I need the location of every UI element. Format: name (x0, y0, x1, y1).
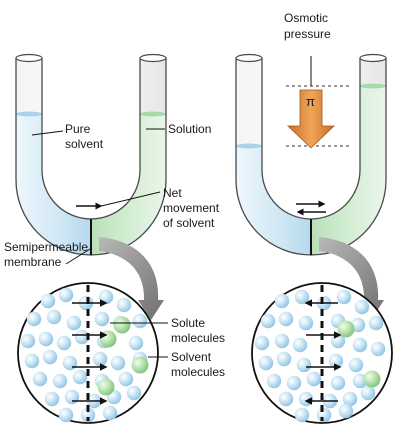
left-u-tube (15, 53, 167, 256)
solvent-molecule (74, 329, 90, 345)
solvent-molecule (286, 375, 302, 391)
solute-molecule (363, 370, 381, 388)
solvent-molecule (352, 337, 368, 353)
solvent-molecule (330, 375, 346, 391)
solvent-molecule (44, 391, 60, 407)
solvent-molecule (62, 355, 78, 371)
solvent-molecule (266, 373, 282, 389)
pressure-arrow (287, 89, 335, 149)
solution-liquid (91, 114, 166, 255)
solute-molecule (113, 316, 131, 334)
label-net-movement-2: movement (163, 201, 220, 215)
label-pure-solvent-2: solvent (65, 137, 104, 151)
solvent-molecule (278, 311, 294, 327)
solvent-molecule (298, 315, 314, 331)
solvent-molecule (110, 355, 126, 371)
solvent-molecule (338, 403, 354, 419)
solvent-molecule (58, 407, 74, 423)
solvent-molecule (348, 357, 364, 373)
label-semipermeable-1: Semipermeable (4, 240, 88, 254)
label-osmotic-pressure-2: pressure (284, 27, 331, 41)
solvent-molecule (258, 355, 274, 371)
label-solvent-molecules-2: molecules (171, 365, 225, 379)
solvent-molecule (254, 335, 270, 351)
solute-molecule (337, 320, 355, 338)
pure-solvent-liquid-right (236, 146, 311, 255)
label-solute-molecules-1: Solute (171, 316, 205, 330)
solvent-molecule (328, 353, 344, 369)
solvent-molecule (66, 315, 82, 331)
solvent-molecule (46, 309, 62, 325)
label-net-movement-1: Net (163, 186, 182, 200)
solvent-molecule (274, 333, 290, 349)
magnified-view-left (17, 282, 159, 424)
solvent-molecule (292, 337, 308, 353)
solvent-molecule (56, 335, 72, 351)
solvent-molecule (52, 373, 68, 389)
solvent-molecule (276, 351, 292, 367)
solvent-molecule (128, 335, 144, 351)
solvent-molecule (278, 391, 294, 407)
osmotic-pressure-indicator (286, 56, 350, 149)
solvent-molecule (352, 373, 368, 389)
label-pure-solvent-1: Pure (65, 122, 91, 136)
solvent-molecule (92, 351, 108, 367)
solvent-molecule (116, 297, 132, 313)
label-pi: π (306, 94, 315, 109)
solvent-molecule (368, 315, 384, 331)
solvent-molecule (20, 333, 36, 349)
solvent-molecule (98, 289, 114, 305)
solvent-molecule (118, 371, 134, 387)
solvent-molecule (360, 385, 376, 401)
solvent-molecule (42, 349, 58, 365)
solvent-molecule (26, 311, 42, 327)
pure-solvent-liquid (16, 114, 91, 255)
solvent-molecule (274, 293, 290, 309)
solvent-molecule (80, 407, 96, 423)
solution-liquid-right (311, 86, 386, 255)
solvent-molecule (260, 313, 276, 329)
solvent-molecule (336, 289, 352, 305)
solvent-molecule (102, 405, 118, 421)
solute-molecule (99, 330, 117, 348)
solvent-molecule (294, 407, 310, 423)
solvent-molecule (342, 391, 358, 407)
label-solution: Solution (168, 122, 211, 136)
label-solvent-molecules-1: Solvent (171, 350, 212, 364)
right-u-tube (235, 53, 387, 256)
solvent-molecule (296, 357, 312, 373)
solvent-molecule (72, 369, 88, 385)
solvent-molecule (64, 389, 80, 405)
label-semipermeable-2: membrane (4, 255, 62, 269)
curved-arrow-left (99, 237, 164, 320)
leader-lines (31, 128, 168, 358)
solvent-molecule (132, 313, 148, 329)
solvent-molecule (316, 407, 332, 423)
solute-molecule (97, 378, 115, 396)
solute-molecule (131, 356, 149, 374)
solvent-molecule (40, 293, 56, 309)
solvent-molecule (298, 391, 314, 407)
solvent-molecule (58, 287, 74, 303)
label-net-movement-3: of solvent (163, 216, 215, 230)
solvent-molecule (126, 385, 142, 401)
solvent-molecule (94, 311, 110, 327)
solvent-molecule (306, 371, 322, 387)
solvent-molecule (38, 331, 54, 347)
solvent-molecule (32, 371, 48, 387)
solvent-molecule (24, 353, 40, 369)
label-osmotic-pressure-1: Osmotic (284, 11, 328, 25)
solvent-molecule (294, 289, 310, 305)
solvent-molecule (354, 299, 370, 315)
magnified-view-right (251, 282, 393, 424)
label-solute-molecules-2: molecules (171, 331, 225, 345)
solvent-molecule (370, 341, 386, 357)
